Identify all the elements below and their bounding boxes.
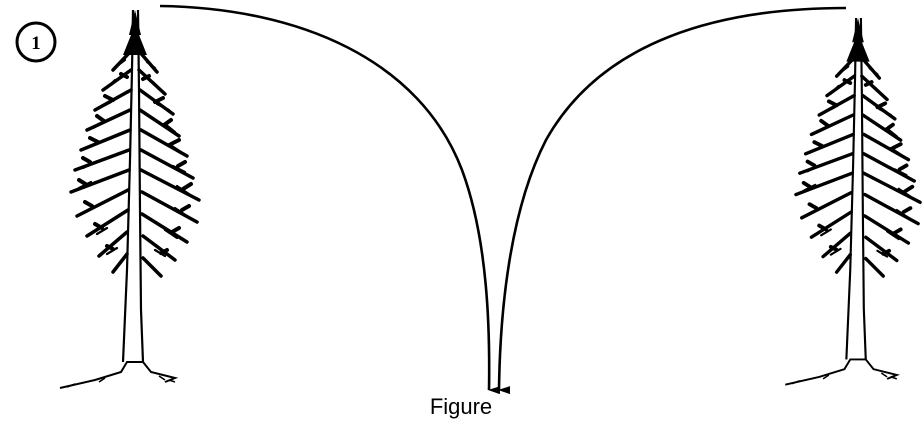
left-pine-tree-icon <box>60 10 199 388</box>
step-number-label: 1 <box>31 33 41 54</box>
step-number-badge-icon: 1 <box>17 23 55 61</box>
left-curved-arrow-icon <box>160 6 489 390</box>
right-curved-arrow-icon <box>499 8 846 390</box>
right-pine-tree-icon <box>785 18 920 385</box>
figure-caption: Figure <box>0 394 922 420</box>
